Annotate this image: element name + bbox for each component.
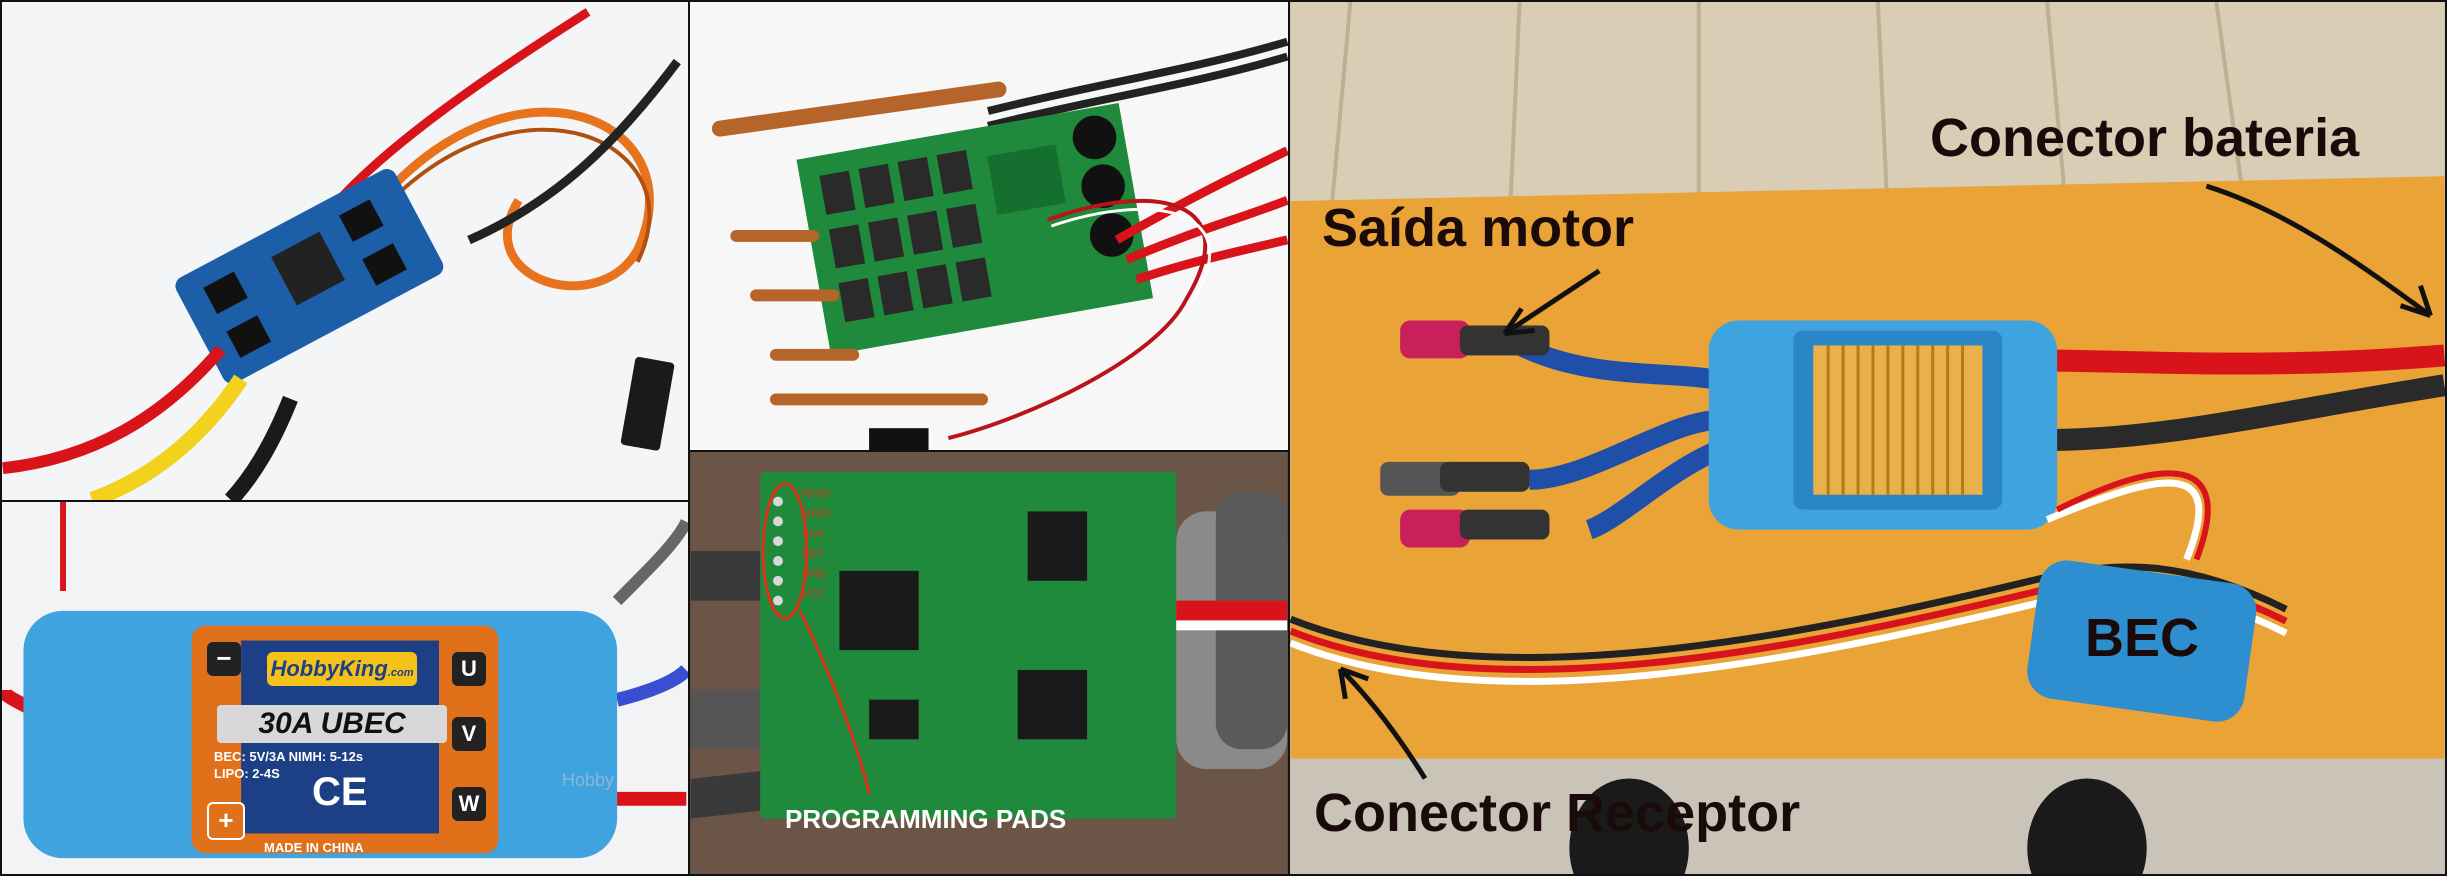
pad-label-miso: MISO bbox=[802, 508, 831, 520]
panel-programming-pads: MOSI MISO SCK RST GND VCC PROGRAMMING PA… bbox=[688, 450, 1290, 876]
small-esc-illustration bbox=[2, 8, 681, 500]
ubec-model: 30A UBEC bbox=[217, 705, 447, 743]
ubec-pad-u: U bbox=[452, 652, 486, 686]
ubec-minus-pad: − bbox=[207, 642, 241, 676]
large-esc-illustration bbox=[711, 37, 1288, 450]
pad-label-sck: SCK bbox=[802, 528, 825, 540]
label-battery-connector: Conector bateria bbox=[1930, 108, 2360, 168]
pad-label-gnd: GND bbox=[802, 568, 827, 580]
programming-pads-illustration bbox=[690, 452, 1288, 874]
bec-module bbox=[2027, 560, 2257, 722]
ubec-origin: MADE IN CHINA bbox=[264, 840, 364, 855]
pads-pcb bbox=[760, 471, 1177, 819]
pad-label-vcc: VCC bbox=[802, 588, 826, 600]
black-lead bbox=[225, 395, 298, 500]
ubec-plus-pad: + bbox=[207, 802, 245, 840]
panel-small-esc bbox=[0, 0, 690, 502]
ubec-brand-suffix: .com bbox=[387, 667, 414, 679]
ubec-watermark: Hobby bbox=[562, 770, 615, 790]
ubec-spec-line-2: LIPO: 2-4S bbox=[214, 766, 280, 781]
pad-label-rst: RST bbox=[802, 548, 824, 560]
large-esc-pcb bbox=[796, 102, 1154, 355]
panel-large-esc bbox=[688, 0, 1290, 452]
ubec-pad-w: W bbox=[452, 787, 486, 821]
ubec-ce-mark: CE bbox=[312, 770, 368, 814]
red-lead bbox=[2, 345, 226, 475]
annotated-esc-illustration bbox=[1290, 2, 2445, 874]
esc-heatsink bbox=[1813, 345, 1983, 495]
servo-plug bbox=[620, 356, 675, 451]
ubec-spec-line-1: BEC: 5V/3A NIMH: 5-12s bbox=[214, 749, 364, 764]
ubec-pad-v: V bbox=[452, 717, 486, 751]
panel-hobbyking-ubec: − + U V W HobbyKing.com 30A UBEC BEC: 5V… bbox=[0, 500, 690, 876]
label-motor-output: Saída motor bbox=[1322, 198, 1635, 258]
motor-connector-1 bbox=[1400, 320, 1470, 359]
label-bec: BEC bbox=[2085, 608, 2200, 668]
yellow-lead bbox=[89, 374, 248, 500]
black-wire bbox=[467, 58, 681, 245]
ubec-brand-text: HobbyKing bbox=[270, 656, 388, 681]
small-esc-board bbox=[175, 169, 444, 384]
programming-pads-caption: PROGRAMMING PADS bbox=[785, 804, 1067, 834]
ubec-brand-logo: HobbyKing.com bbox=[267, 652, 417, 686]
panel-annotated-esc: Conector bateria Saída motor BEC Conecto… bbox=[1288, 0, 2447, 876]
label-receiver-connector: Conector Receptor bbox=[1314, 783, 1801, 843]
ubec-illustration bbox=[2, 502, 688, 859]
pad-label-mosi: MOSI bbox=[802, 488, 831, 500]
